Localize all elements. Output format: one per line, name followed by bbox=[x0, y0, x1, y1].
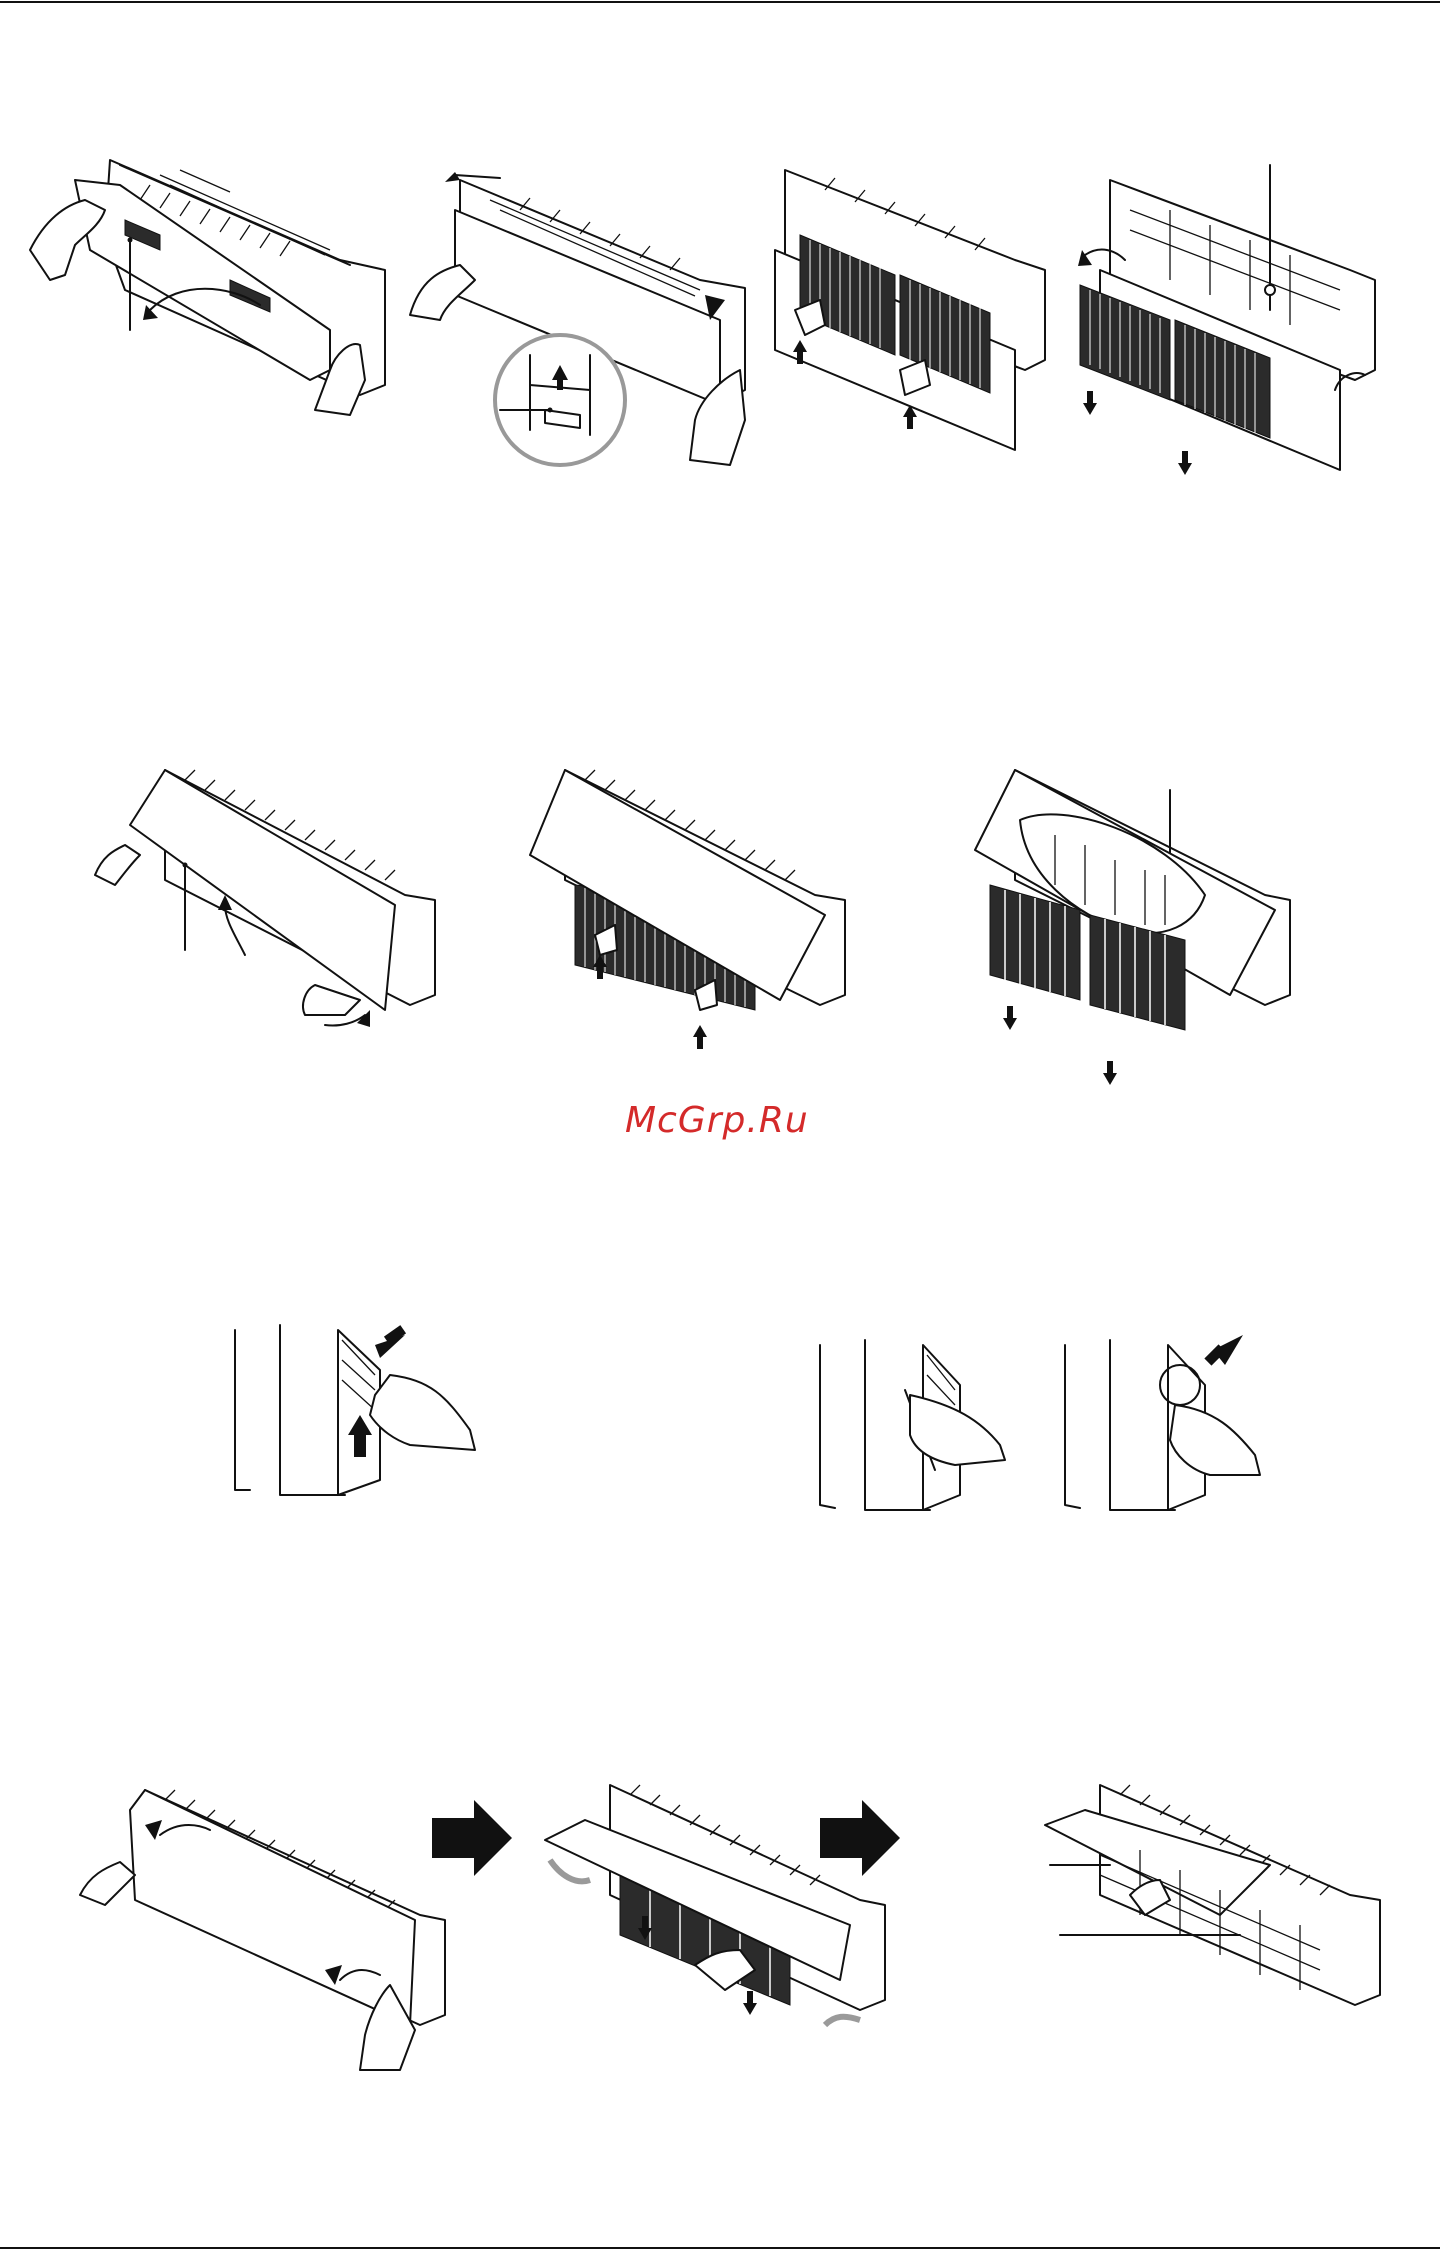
top-rule bbox=[0, 1, 1440, 3]
step-pull-up-filters-figure bbox=[765, 160, 1065, 460]
step-slide-filter-up-figure bbox=[525, 765, 855, 1065]
step-filters-removed-figure bbox=[1040, 1775, 1390, 2025]
step-pull-down-filters-figure bbox=[1070, 170, 1390, 490]
bottom-rule bbox=[0, 2247, 1440, 2249]
side-view-press-tab-figure bbox=[230, 1320, 480, 1500]
step-lift-panel-latch-figure bbox=[400, 170, 760, 470]
right-arrow-1 bbox=[432, 1800, 512, 1876]
right-arrow-2 bbox=[820, 1800, 900, 1876]
step-lift-front-grille-figure bbox=[85, 765, 455, 1065]
side-view-release-tab-figure bbox=[815, 1330, 1295, 1520]
step-open-cover-figure bbox=[70, 1780, 450, 2080]
step-remove-filters-figure bbox=[965, 765, 1295, 1095]
step-open-front-panel-figure bbox=[30, 140, 390, 420]
watermark-text: McGrp.Ru bbox=[625, 1100, 845, 1141]
